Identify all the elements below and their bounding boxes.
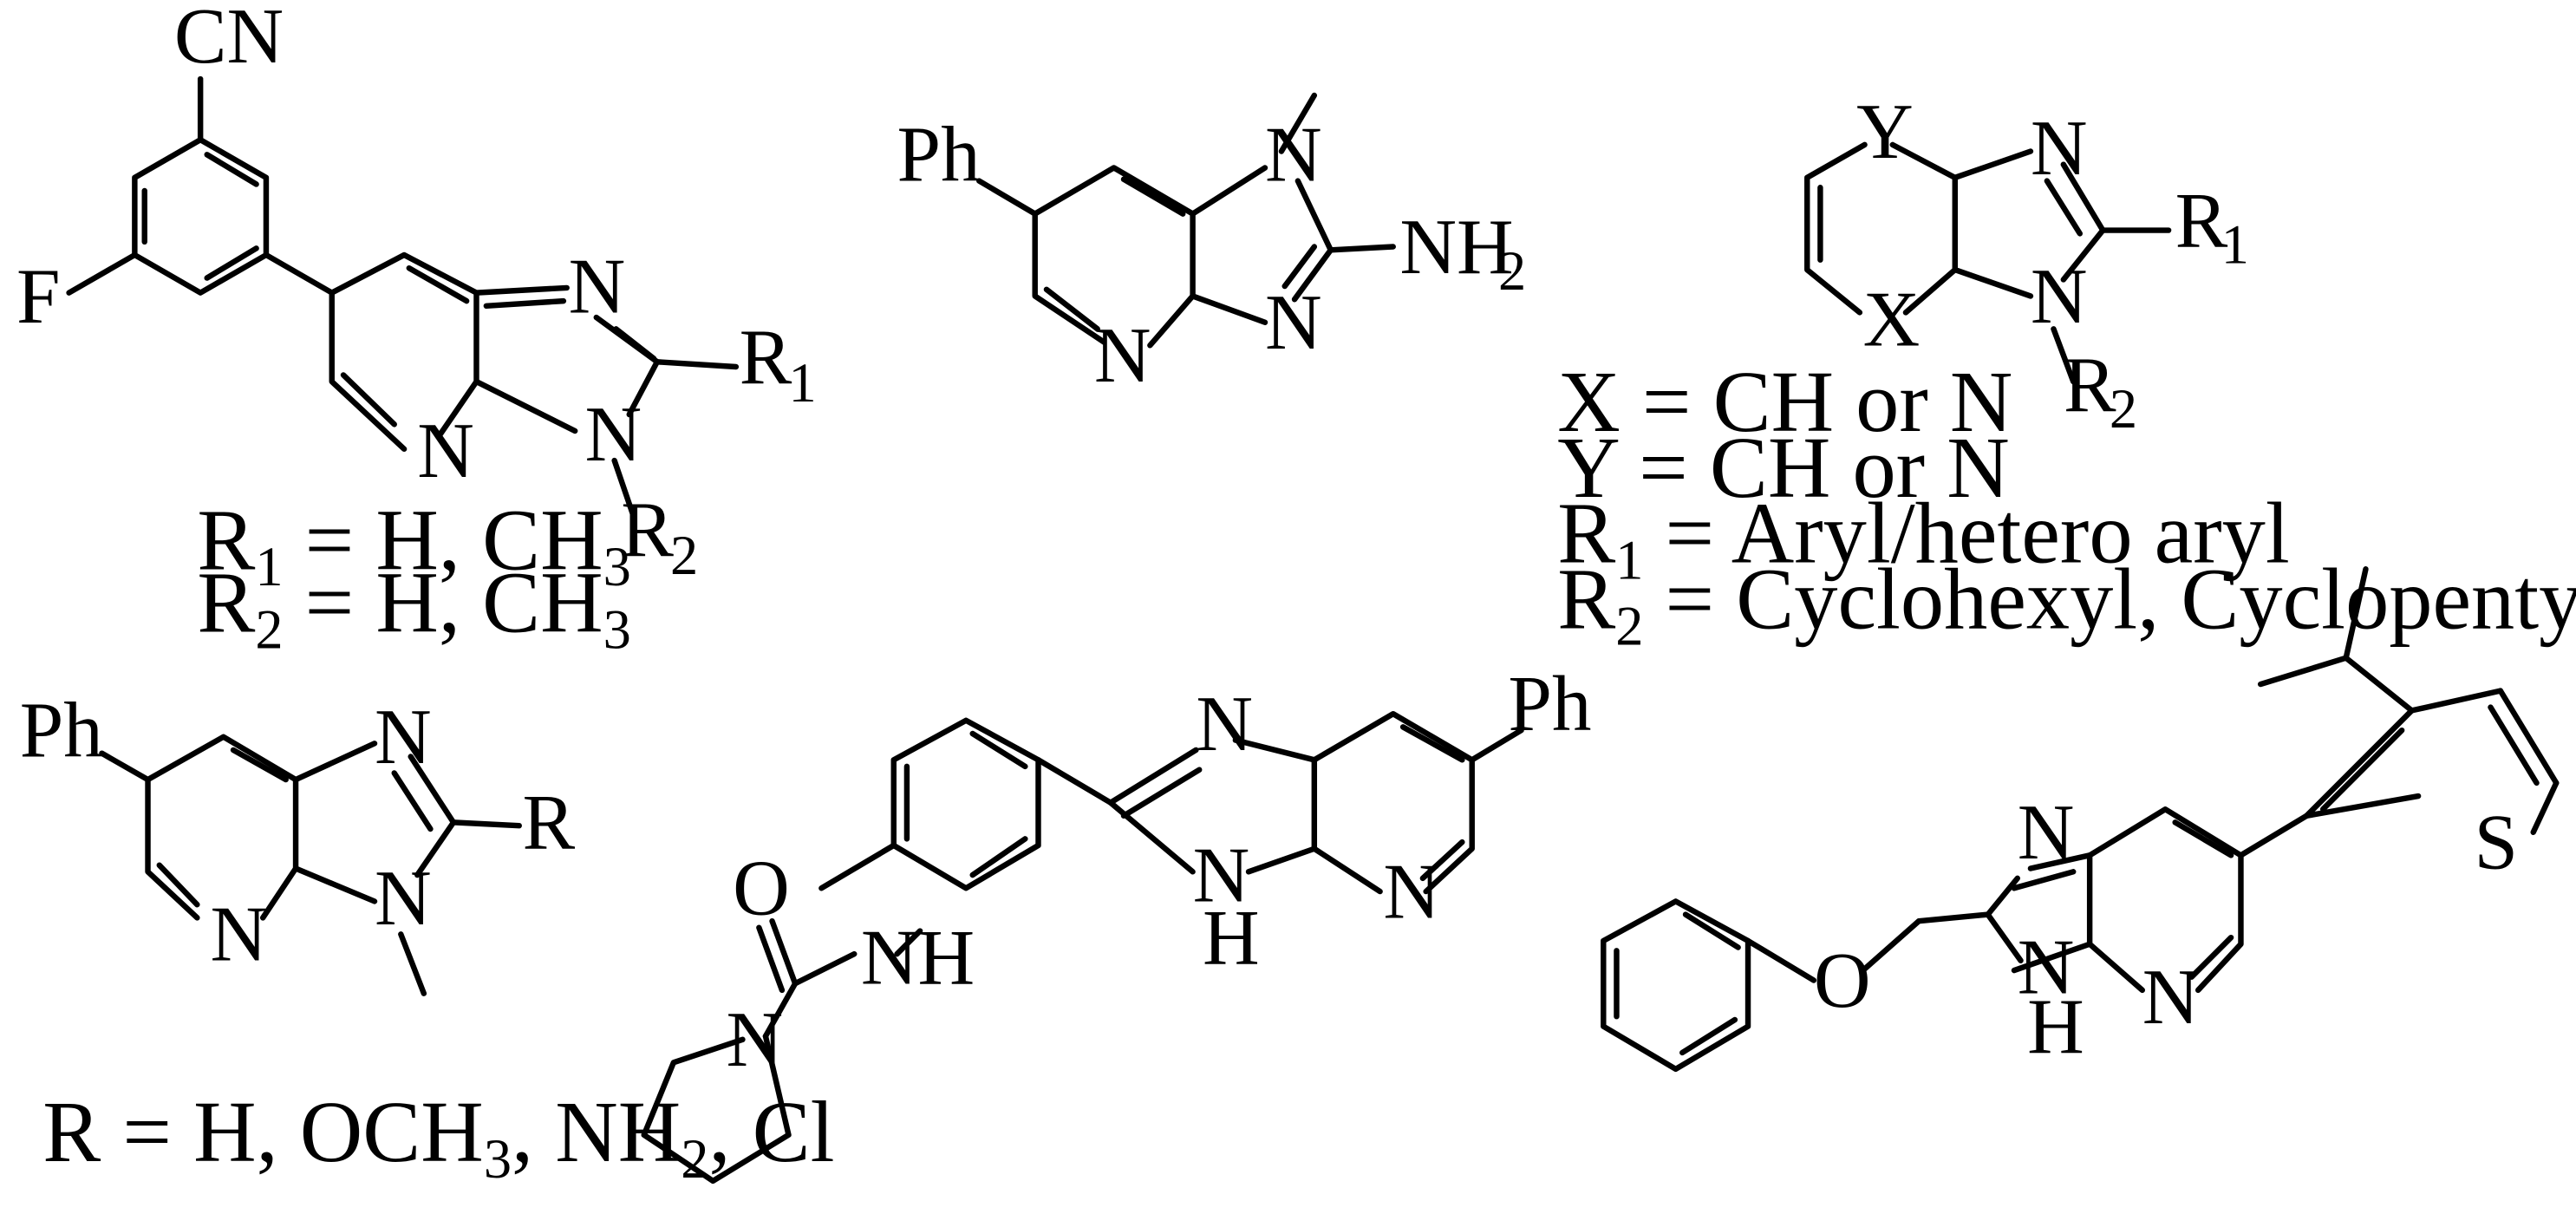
svg-text:NH: NH: [1399, 203, 1513, 290]
phenyl-label: Ph: [1508, 660, 1591, 747]
svg-text:R1 = Aryl/hetero aryl: R1 = Aryl/hetero aryl: [1557, 485, 2290, 591]
phenyl-label: Ph: [897, 111, 981, 199]
carbonyl-o-label: O: [733, 845, 790, 932]
molecule-3: Y X N N R 1 R 2 X = CH or N Y = CH or N …: [1557, 88, 2576, 656]
amide-nh-label: NH: [861, 913, 975, 1001]
svg-text:R2 = H, CH3: R2 = H, CH3: [197, 553, 630, 660]
imidazole-n-label: N: [569, 242, 626, 330]
nh-n-label: N: [2018, 924, 2075, 1011]
svg-text:2: 2: [1498, 240, 1526, 302]
amine-label: NH 2: [1399, 203, 1526, 302]
pyridine-n-label: N: [2142, 953, 2200, 1041]
svg-text:R2 = Cyclohexyl, Cyclopentyl: R2 = Cyclohexyl, Cyclopentyl: [1557, 551, 2576, 657]
molecule-5: Ph N N H N NH O N: [641, 660, 1591, 1185]
molecule-4-bonds: [99, 734, 522, 996]
m4-r-definition: R = H, OCH3, NH2, Cl: [42, 1083, 834, 1190]
cn-label: CN: [174, 0, 284, 80]
imine-n-label: N: [375, 693, 432, 780]
m3-r1-definition: R1 = Aryl/hetero aryl: [1557, 485, 2290, 591]
n1-label: N: [2031, 252, 2088, 340]
ether-o-label: O: [1814, 937, 1871, 1024]
imine-n-label: N: [2031, 104, 2088, 192]
pyridine-n-label: N: [417, 407, 474, 494]
molecule-2: Ph N N N NH 2: [897, 92, 1526, 399]
pyrrolidine-n-label: N: [726, 995, 783, 1083]
molecule-3-bonds: [1804, 141, 2172, 385]
svg-text:2: 2: [670, 525, 698, 586]
r-label: R: [523, 779, 576, 866]
svg-text:R: R: [2064, 341, 2116, 428]
molecule-1: CN F N N N R 1 R 2 R1 = H, CH3 R2 = H, C…: [16, 0, 817, 660]
m3-x-definition: X = CH or N: [1557, 353, 2012, 450]
m3-y-definition: Y = CH or N: [1557, 419, 2010, 516]
m1-r2-definition: R2 = H, CH3: [197, 553, 630, 660]
r1-label: R 1: [2175, 176, 2249, 275]
svg-text:R = H, OCH3, NH2, Cl: R = H, OCH3, NH2, Cl: [42, 1083, 834, 1190]
m3-r2-definition: R2 = Cyclohexyl, Cyclopentyl: [1557, 551, 2576, 657]
x-label: X: [1863, 275, 1921, 362]
m1-r1-definition: R1 = H, CH3: [197, 491, 630, 597]
nh-n-label: N: [1193, 831, 1250, 918]
molecule-2-bonds: [976, 92, 1396, 349]
n3-label: N: [375, 854, 432, 942]
n1-label: N: [1265, 111, 1322, 199]
svg-text:R: R: [621, 486, 674, 573]
molecule-5-bonds: [641, 710, 1524, 1185]
n3-label: N: [585, 390, 642, 478]
thiophene-s-label: S: [2475, 798, 2519, 885]
imine-n-label: N: [2018, 788, 2075, 876]
pyridine-n-label: N: [1094, 311, 1151, 399]
y-label: Y: [1856, 88, 1914, 175]
svg-text:R1 = H, CH3: R1 = H, CH3: [197, 491, 630, 597]
molecule-1-bonds: [66, 75, 740, 521]
nh-h-label: H: [1203, 893, 1260, 981]
r1-label: R 1: [740, 313, 817, 414]
svg-text:2: 2: [2110, 378, 2137, 440]
molecule-4: Ph N N N R R = H, OCH3, NH2, Cl: [20, 686, 835, 1190]
svg-text:1: 1: [2221, 213, 2249, 275]
svg-text:R: R: [2175, 176, 2228, 264]
r2-label: R 2: [621, 486, 698, 586]
fluoro-label: F: [16, 252, 61, 340]
pyridine-n-label: N: [1383, 847, 1440, 935]
nh-h-label: H: [2027, 982, 2084, 1070]
molecule-6-bonds: [1601, 566, 2560, 1073]
molecule-6: O N N H N S: [1601, 566, 2560, 1073]
phenyl-label: Ph: [20, 686, 103, 773]
r2-label: R 2: [2064, 341, 2137, 440]
svg-text:R: R: [740, 313, 792, 401]
pyridine-n-label: N: [211, 891, 268, 978]
imine-n-label: N: [1196, 680, 1253, 767]
svg-text:1: 1: [788, 352, 816, 414]
n3-label: N: [1265, 278, 1322, 366]
